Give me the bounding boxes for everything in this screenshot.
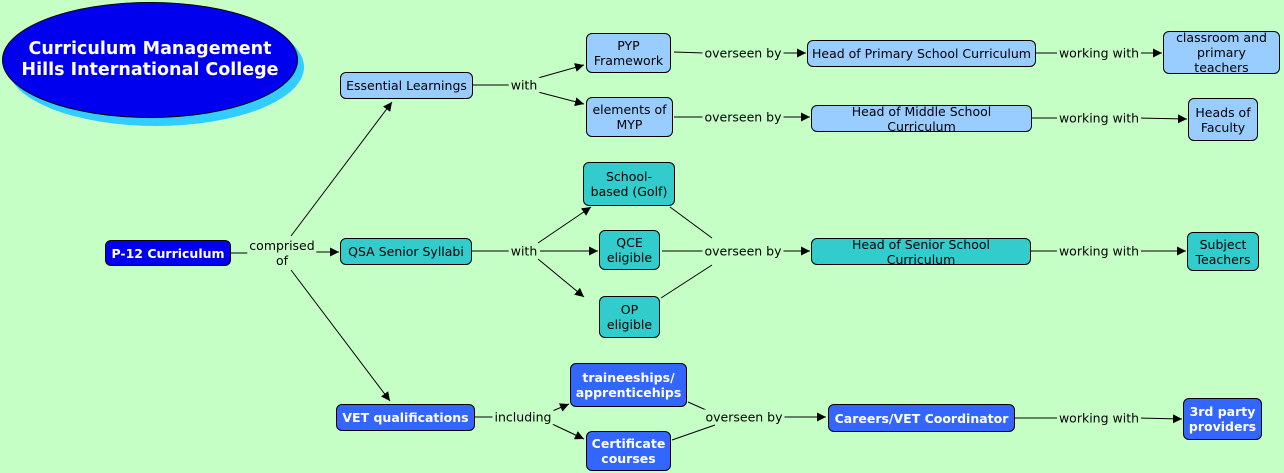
node-subject-teachers[interactable]: Subject Teachers (1187, 232, 1259, 271)
label-overseen-pyp: overseen by (702, 45, 784, 61)
node-heads-of-faculty[interactable]: Heads of Faculty (1188, 98, 1258, 141)
node-school-based-golf[interactable]: School- based (Golf) (583, 162, 675, 206)
node-head-senior[interactable]: Head of Senior School Curriculum (811, 237, 1031, 267)
node-head-middle[interactable]: Head of Middle School Curriculum (811, 104, 1032, 134)
node-head-primary[interactable]: Head of Primary School Curriculum (807, 40, 1036, 67)
node-certificate-courses[interactable]: Certificate courses (586, 431, 671, 471)
label-overseen-senior: overseen by (702, 243, 784, 259)
label-comprised-of: comprised of (247, 238, 317, 268)
node-essential-learnings[interactable]: Essential Learnings (340, 72, 473, 99)
label-working-vet: working with (1056, 410, 1142, 426)
label-overseen-vet: overseen by (703, 409, 785, 425)
node-3rd-party-providers[interactable]: 3rd party providers (1183, 398, 1262, 440)
label-with-qsa: with (508, 243, 540, 259)
node-vet-qualifications[interactable]: VET qualifications (336, 404, 475, 431)
page-title: Curriculum Management Hills Internationa… (2, 2, 298, 118)
label-overseen-myp: overseen by (702, 109, 784, 125)
node-careers-vet-coordinator[interactable]: Careers/VET Coordinator (828, 404, 1015, 432)
title-line2: Hills International College (21, 60, 279, 80)
node-p12-curriculum[interactable]: P-12 Curriculum (105, 240, 231, 266)
title-line1: Curriculum Management (28, 39, 272, 59)
node-elements-of-myp[interactable]: elements of MYP (586, 97, 673, 137)
node-traineeships[interactable]: traineeships/ apprenticehips (570, 363, 687, 407)
node-op-eligible[interactable]: OP eligible (599, 296, 660, 338)
node-classroom-teachers[interactable]: classroom and primary teachers (1163, 30, 1280, 75)
node-pyp-framework[interactable]: PYP Framework (586, 33, 671, 73)
label-with-essential: with (508, 77, 540, 93)
label-working-middle: working with (1056, 110, 1142, 126)
label-working-primary: working with (1056, 45, 1142, 61)
node-qce-eligible[interactable]: QCE eligible (599, 230, 660, 270)
label-including: including (492, 409, 554, 425)
node-qsa-senior-syllabi[interactable]: QSA Senior Syllabi (340, 238, 472, 265)
label-working-senior: working with (1056, 243, 1142, 259)
